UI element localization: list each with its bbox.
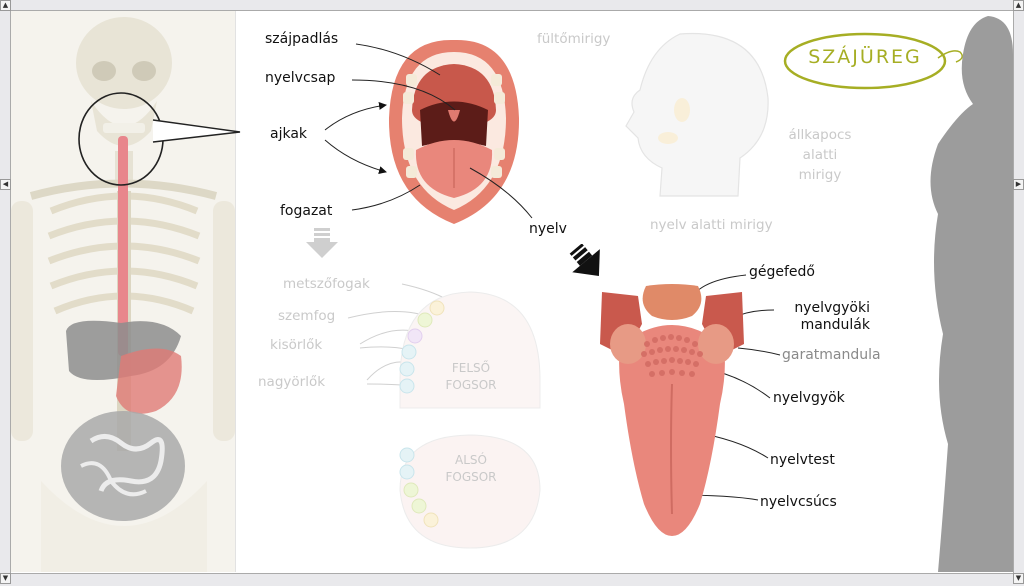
label-tongue-tip: nyelvcsúcs xyxy=(760,494,837,510)
frame-top-bar xyxy=(0,0,1024,11)
label-teeth: fogazat xyxy=(280,203,333,219)
frame-right-bar xyxy=(1013,10,1024,573)
label-tongue-body: nyelvtest xyxy=(770,452,835,468)
label-tongue-root: nyelvgyök xyxy=(773,390,845,406)
label-molars: nagyörlők xyxy=(258,374,326,390)
bold-down-arrow-icon xyxy=(569,244,600,277)
nav-down-left-button[interactable]: ▼ xyxy=(0,573,11,584)
label-parotid-gland: fültőmirigy xyxy=(537,31,611,47)
dental-arches-illustration xyxy=(399,291,541,549)
body-anatomy-illustration xyxy=(11,17,235,572)
nav-up-left-button[interactable]: ▲ xyxy=(0,0,11,11)
nav-left-button[interactable]: ◀ xyxy=(0,179,11,190)
label-lips: ajkak xyxy=(270,126,308,142)
zoom-callout xyxy=(152,119,241,143)
label-premolars: kisörlők xyxy=(270,337,323,353)
salivary-glands-head-illustration xyxy=(625,32,769,197)
label-lower-teeth: ALSÓ FOGSOR xyxy=(445,453,497,484)
title-text: SZÁJÜREG xyxy=(808,46,922,68)
label-canine: szemfog xyxy=(278,308,336,324)
label-sublingual-gland: nyelv alatti mirigy xyxy=(650,217,773,233)
label-lingual-tonsils: nyelvgyöki mandulák xyxy=(794,300,870,333)
label-epiglottis: gégefedő xyxy=(749,264,815,280)
title-badge xyxy=(783,32,963,90)
label-palatine-tonsil: garatmandula xyxy=(782,347,881,363)
frame-left-bar xyxy=(0,10,11,573)
frame-bottom-bar xyxy=(0,573,1024,586)
label-incisors: metszőfogak xyxy=(283,276,370,292)
faint-down-arrow-icon xyxy=(306,228,338,258)
label-submandibular-gland: állkapocs alatti mirigy xyxy=(788,127,852,183)
label-tongue: nyelv xyxy=(529,221,567,237)
label-palate: szájpadlás xyxy=(265,31,339,47)
label-upper-teeth: FELSŐ FOGSOR xyxy=(445,361,497,392)
person-silhouette xyxy=(930,16,1013,572)
tongue-illustration xyxy=(600,284,744,536)
label-uvula: nyelvcsap xyxy=(265,70,336,86)
